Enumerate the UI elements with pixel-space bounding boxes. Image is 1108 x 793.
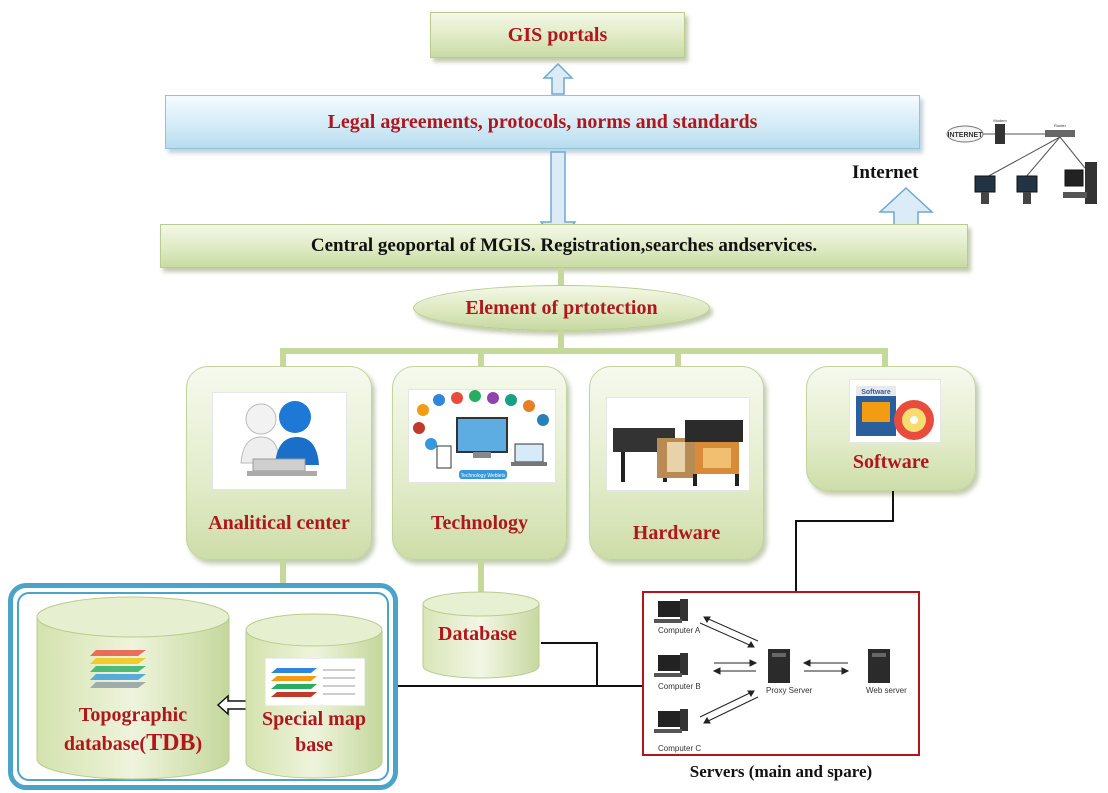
protection-oval: Element of prtotection	[413, 285, 710, 331]
map-layers-icon	[90, 650, 146, 688]
technology-image: Technology Weblets	[408, 389, 556, 483]
hardware-card: Hardware	[589, 366, 764, 560]
servers-caption: Servers (main and spare)	[689, 762, 873, 781]
connector-line	[280, 348, 888, 354]
analitical-center-label: Analitical center	[208, 512, 350, 534]
software-card: Software Software	[806, 366, 976, 491]
devices-icon: Technology Weblets	[413, 390, 549, 479]
modem-label: Modem	[993, 118, 1007, 123]
topographic-line2: database(TDB)	[63, 730, 203, 756]
router-label: Router	[1054, 123, 1067, 128]
tech-banner-text: Technology Weblets	[461, 473, 506, 479]
servers-box: Computer A Computer B Computer C Proxy S…	[642, 591, 920, 756]
special-map-line2: base	[295, 734, 333, 756]
central-geoportal-box: Central geoportal of MGIS. Registration,…	[160, 224, 968, 268]
technology-card: Technology Weblets Technology	[392, 366, 567, 560]
internet-cloud-text: INTERNET	[948, 132, 984, 139]
proxy-label: Proxy Server	[766, 686, 813, 695]
topographic-line1: Topographic	[78, 704, 188, 726]
connector-line	[478, 560, 484, 596]
analitical-center-image	[212, 392, 347, 490]
topographic-database-cylinder	[36, 596, 230, 780]
connection-line	[596, 642, 598, 686]
database-cylinder	[422, 591, 540, 679]
gis-portals-box: GIS portals	[430, 12, 685, 58]
hardware-image	[606, 397, 750, 491]
software-label: Software	[852, 451, 930, 473]
connector-line	[882, 348, 888, 368]
server-network-diagram: Computer A Computer B Computer C Proxy S…	[654, 599, 907, 753]
web-server-label: Web server	[866, 686, 907, 695]
connector-line	[478, 348, 484, 368]
database-label: Database	[438, 623, 517, 645]
connector-line	[558, 268, 564, 288]
connector-line	[280, 560, 286, 586]
hardware-label: Hardware	[632, 522, 721, 544]
connector-line	[280, 348, 286, 368]
gis-layers-icon	[265, 658, 365, 706]
network-diagram-image: INTERNET Modem Router	[946, 118, 1097, 204]
computer-c-label: Computer C	[658, 744, 701, 753]
computer-b-label: Computer B	[658, 682, 701, 691]
connection-line	[541, 642, 597, 644]
computer-a-label: Computer A	[658, 626, 701, 635]
up-arrow-icon	[542, 62, 574, 95]
legal-agreements-label: Legal agreements, protocols, norms and s…	[327, 110, 758, 133]
software-image: Software	[849, 379, 941, 443]
software-box-icon: Software	[856, 386, 934, 440]
connection-line	[398, 685, 642, 687]
special-map-line1: Special map	[262, 708, 366, 730]
analitical-center-card: Analitical center	[186, 366, 372, 560]
internet-label: Internet	[852, 162, 919, 183]
gis-portals-label: GIS portals	[507, 23, 608, 46]
central-geoportal-label: Central geoportal of MGIS. Registration,…	[310, 235, 818, 256]
technology-label: Technology	[430, 512, 529, 534]
legal-agreements-box: Legal agreements, protocols, norms and s…	[165, 95, 920, 149]
protection-label: Element of prtotection	[465, 296, 658, 319]
connector-line	[558, 329, 564, 351]
connector-line	[675, 348, 681, 368]
users-icon	[240, 401, 319, 476]
connection-line	[892, 491, 894, 521]
software-box-text: Software	[861, 389, 891, 396]
connection-line	[795, 520, 894, 522]
connection-line	[795, 520, 797, 592]
printer-icon	[613, 420, 743, 486]
